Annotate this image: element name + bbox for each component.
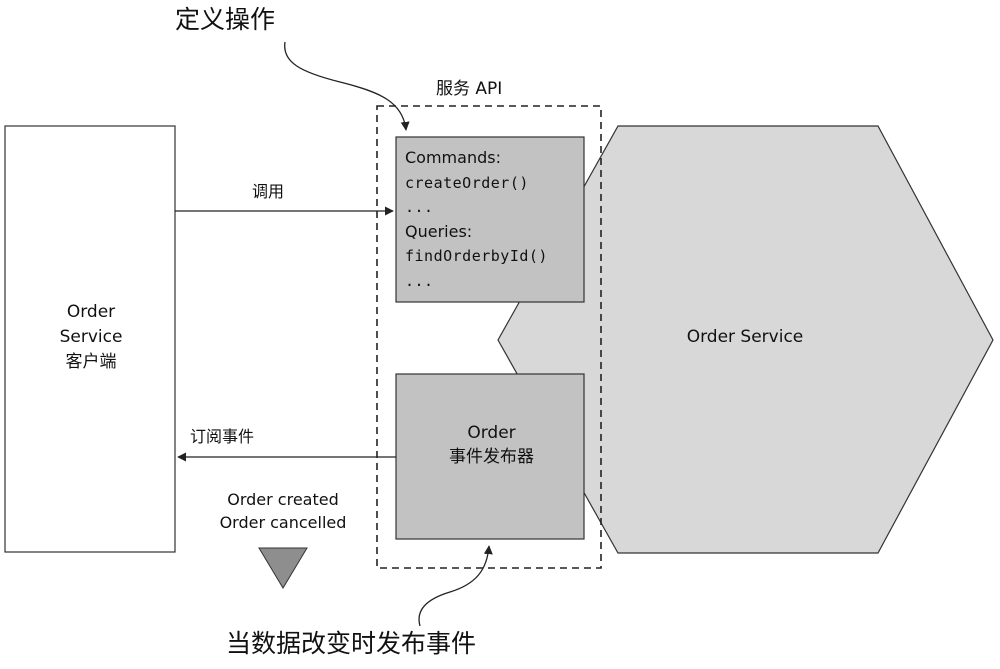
event-names: Order created Order cancelled (200, 488, 366, 534)
publish-on-change-label: 当数据改变时发布事件 (226, 629, 477, 658)
client-label: Order Service 客户端 (10, 300, 172, 375)
queries-heading: Queries: (405, 221, 473, 241)
service-api-boundary (376, 105, 602, 569)
event-order-cancelled: Order cancelled (219, 513, 347, 532)
events-triangle (258, 547, 308, 589)
client-box (4, 125, 176, 553)
define-operations-label: 定义操作 (175, 5, 276, 34)
event-publisher-box (395, 373, 585, 540)
commands-ellipsis: ... (405, 198, 434, 216)
event-publisher-line-2: 事件发布器 (449, 447, 534, 467)
query-find-order: findOrderbyId() (405, 247, 548, 265)
api-operations-box (395, 136, 585, 303)
subscribe-events-label: 订阅事件 (190, 427, 255, 446)
service-api-label: 服务 API (436, 79, 503, 99)
client-label-line-2: Service (59, 327, 123, 347)
event-publisher-label: Order 事件发布器 (398, 421, 585, 469)
client-label-line-1: Order (66, 302, 116, 322)
order-service-label: Order Service (686, 327, 804, 347)
invoke-label: 调用 (252, 182, 285, 201)
queries-ellipsis: ... (405, 271, 434, 290)
define-ops-callout-arrow (284, 41, 410, 131)
event-publisher-line-1: Order (467, 423, 516, 443)
publish-callout-arrow (418, 545, 493, 627)
commands-heading: Commands: (405, 148, 501, 167)
command-create-order: createOrder() (405, 173, 529, 192)
api-operations-text: Commands: createOrder() ... Queries: fin… (405, 146, 548, 293)
client-label-line-3: 客户端 (65, 352, 117, 372)
order-service-hexagon (497, 125, 994, 554)
event-order-created: Order created (227, 490, 339, 509)
